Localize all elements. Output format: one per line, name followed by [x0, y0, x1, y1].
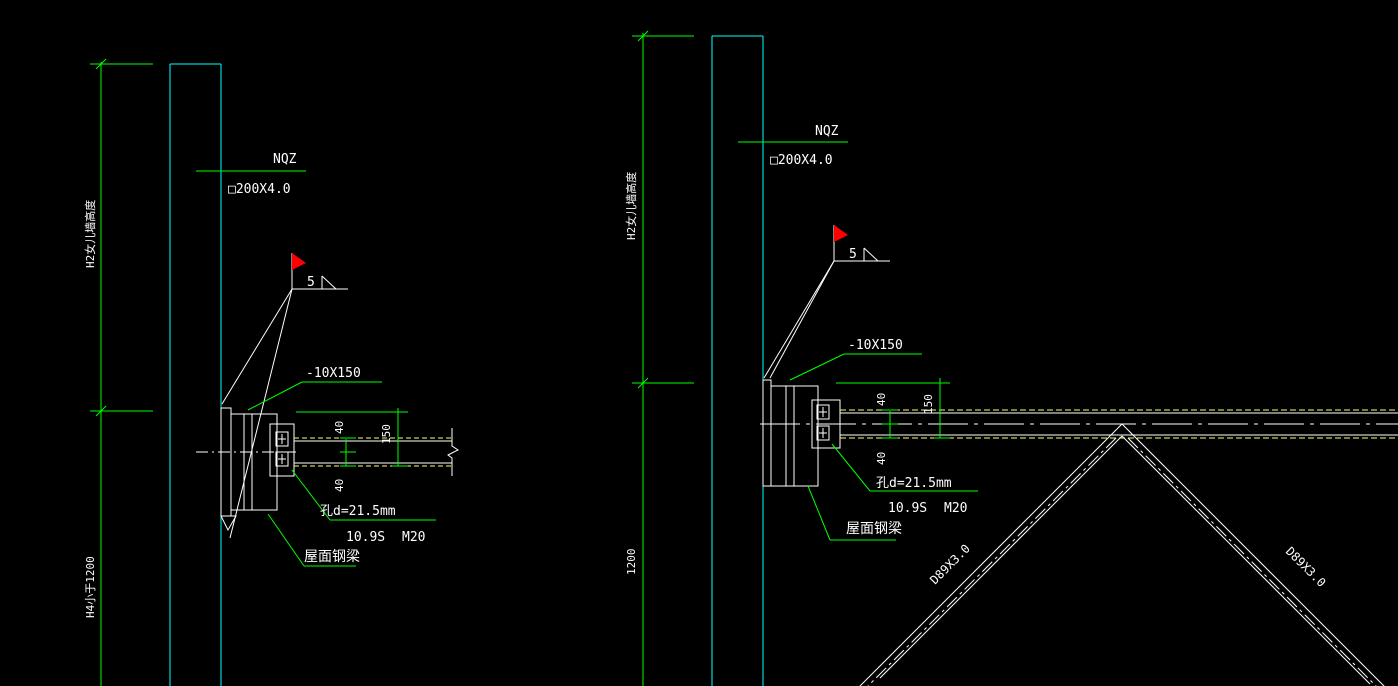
right-roof-beam-label: 屋面钢梁 [846, 521, 902, 537]
left-dim-40-a: 40 [333, 421, 346, 434]
right-braces [859, 423, 1385, 686]
left-dim-150: 150 [380, 424, 393, 444]
right-dim-40-b: 40 [875, 452, 888, 465]
left-weld-flag-icon [292, 253, 306, 270]
left-fillet-weld-icon [321, 275, 338, 290]
left-beam-dimensions [296, 408, 408, 467]
right-beam [840, 409, 1398, 439]
left-bolt-icons [275, 431, 289, 467]
right-fillet-weld-icon [863, 247, 880, 262]
right-member-name: NQZ [815, 124, 839, 139]
left-section-size: □200X4.0 [228, 182, 291, 197]
right-section-size: □200X4.0 [770, 153, 833, 168]
left-detail: H2女儿墙高度 H4小于1200 NQZ □200X4.0 5 [83, 58, 459, 686]
right-dim-1200: 1200 [625, 549, 638, 576]
right-brace-right-label: D89X3.0 [1283, 544, 1329, 590]
right-dim-150: 150 [922, 394, 935, 414]
left-roof-beam-label: 屋面钢梁 [304, 549, 360, 565]
right-dim-40-a: 40 [875, 393, 888, 406]
left-column [169, 63, 222, 686]
right-bolt-icons [816, 404, 830, 441]
right-weld-flag-icon [834, 225, 848, 242]
right-weld-size: 5 [849, 247, 857, 262]
left-dim-40-b: 40 [333, 479, 346, 492]
left-dim-less-1200: H4小于1200 [84, 556, 97, 618]
left-hole-diameter: 孔d=21.5mm [320, 504, 396, 519]
right-hole-diameter: 孔d=21.5mm [876, 476, 952, 491]
right-detail: H2女儿墙高度 1200 NQZ □200X4.0 5 [624, 30, 1398, 686]
right-dim-parapet-height: H2女儿墙高度 [624, 172, 638, 240]
right-bolt-size: M20 [944, 501, 967, 516]
left-bolt-size: M20 [402, 530, 425, 545]
right-plate-size: -10X150 [848, 338, 903, 353]
right-vertical-dimension [632, 30, 694, 686]
right-beam-dimensions [836, 378, 950, 439]
right-weld-symbol: 5 [763, 225, 890, 379]
right-bolt-grade: 10.9S [888, 501, 927, 516]
left-plate-size: -10X150 [306, 366, 361, 381]
left-weld-symbol: 5 [221, 253, 348, 539]
right-end-plate [762, 379, 841, 487]
left-beam [294, 437, 452, 467]
left-end-plate [220, 407, 295, 532]
left-break-line [447, 428, 459, 476]
left-bolt-grade: 10.9S [346, 530, 385, 545]
left-dim-parapet-height: H2女儿墙高度 [83, 200, 97, 268]
left-member-name: NQZ [273, 152, 297, 167]
left-weld-size: 5 [307, 275, 315, 290]
right-column [711, 35, 764, 686]
left-vertical-dimension [90, 58, 153, 686]
